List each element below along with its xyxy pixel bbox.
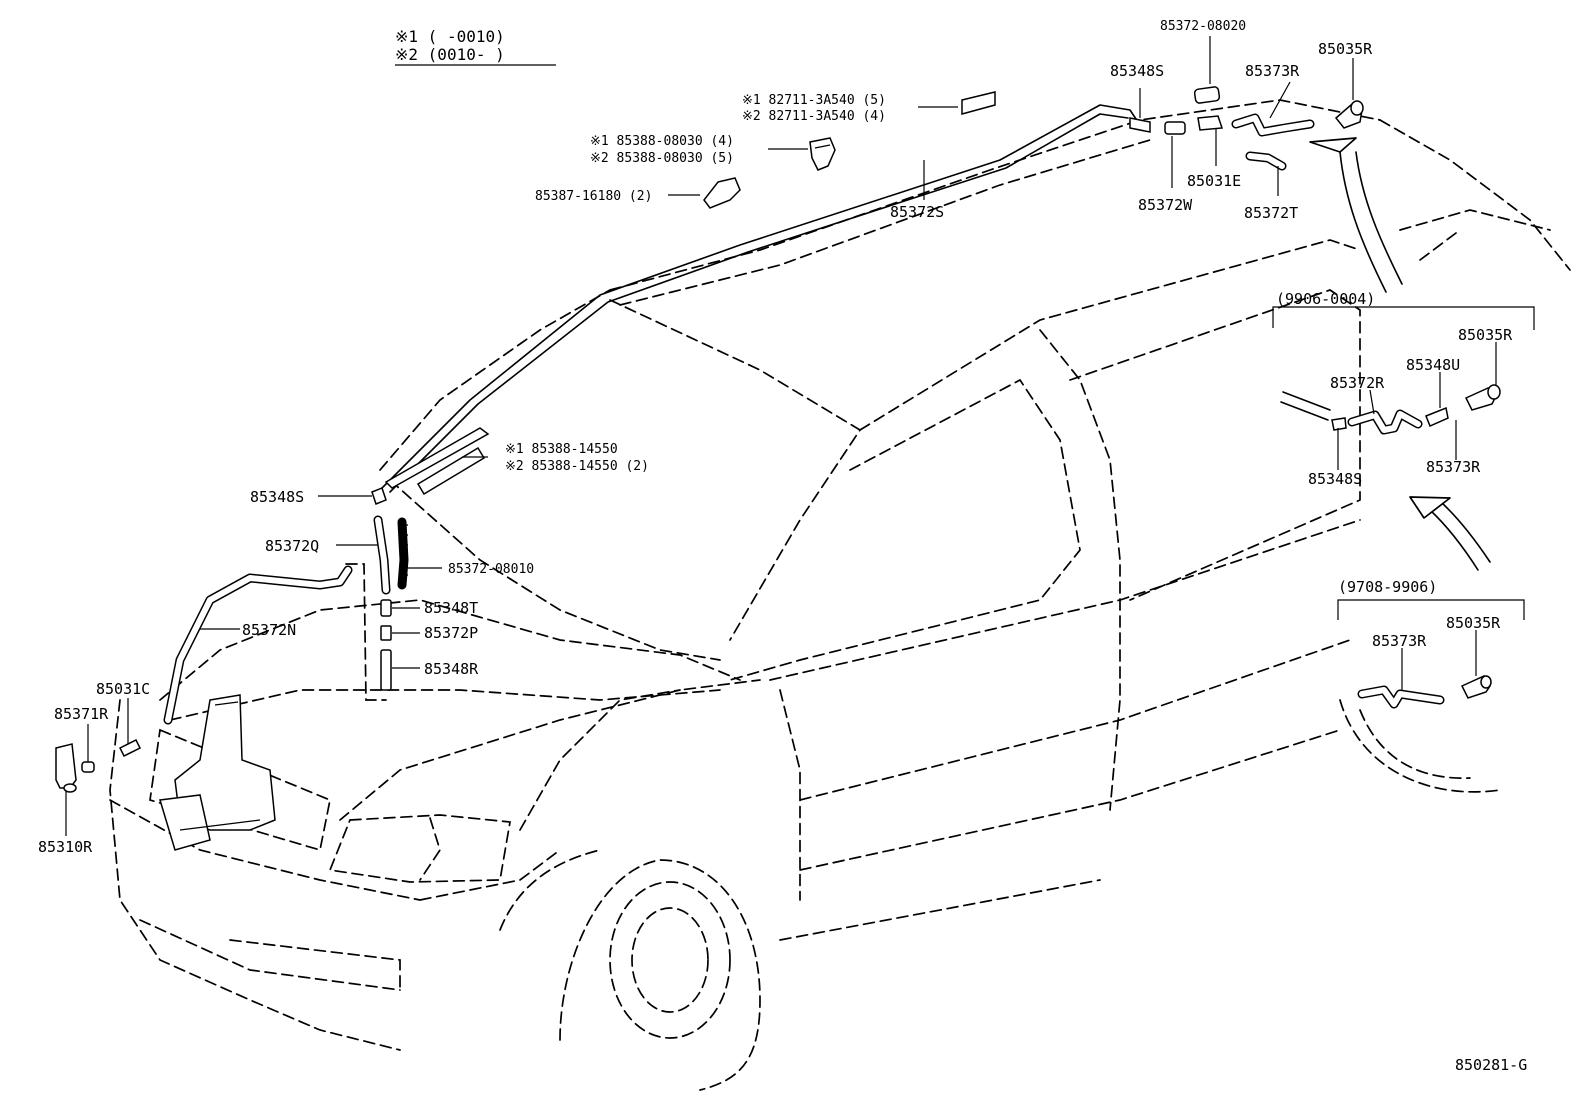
leader-lines	[65, 36, 1354, 836]
label-85348T: 85348T	[424, 599, 478, 617]
grommet-85371R	[81, 761, 95, 773]
figure-id: 850281-G	[1455, 1056, 1527, 1074]
label-85388-08030-b: ※2 85388-08030 (5)	[590, 151, 734, 166]
label-85348S-left: 85348S	[250, 488, 304, 506]
label-85372P: 85372P	[424, 624, 478, 642]
label-85310R: 85310R	[38, 838, 93, 856]
label-85372-08010: 85372-08010	[448, 562, 534, 577]
inset-b-85373R: 85373R	[1372, 632, 1427, 650]
legend: ※1 ( -0010) ※2 (0010- )	[395, 27, 556, 66]
label-82711-a: ※1 82711-3A540 (5)	[742, 93, 886, 108]
inset-9906-0004	[1272, 306, 1535, 470]
inset-a-85348U: 85348U	[1406, 356, 1460, 374]
front-hose-85372N	[163, 565, 353, 725]
washer-tank	[159, 694, 276, 851]
label-85031C: 85031C	[96, 680, 150, 698]
inset-a-85035R: 85035R	[1458, 326, 1513, 344]
label-85387-16180: 85387-16180 (2)	[535, 189, 652, 204]
inset-b-labels: (9708-9906) 85373R 85035R	[1338, 578, 1501, 650]
label-85371R: 85371R	[54, 705, 109, 723]
detail-arrow-inset	[1409, 496, 1491, 571]
moulding-82711	[961, 91, 996, 115]
inset-a-labels: (9906-0004) 85035R 85348U 85372R 85348S …	[1276, 290, 1513, 488]
clip-85388-08030	[809, 137, 836, 171]
vehicle-outline	[109, 99, 1571, 1091]
inset-a-85372R: 85372R	[1330, 374, 1385, 392]
label-85388-14550-a: ※1 85388-14550	[505, 442, 618, 457]
label-85348S-top: 85348S	[1110, 62, 1164, 80]
inset-b-85035R: 85035R	[1446, 614, 1501, 632]
label-85388-14550-b: ※2 85388-14550 (2)	[505, 459, 649, 474]
roof-washer-hose	[381, 104, 1141, 493]
label-85372T: 85372T	[1244, 204, 1298, 222]
label-85372W: 85372W	[1138, 196, 1193, 214]
inset-a-range: (9906-0004)	[1276, 290, 1375, 308]
label-85372S: 85372S	[890, 203, 944, 221]
rear-hose-assembly	[1129, 86, 1364, 171]
label-85372Q: 85372Q	[265, 537, 319, 555]
inset-b-range: (9708-9906)	[1338, 578, 1437, 596]
clip-85387-16180	[703, 177, 741, 209]
front-valve-stack	[345, 487, 409, 701]
inset-9708-9906	[1337, 599, 1525, 709]
detail-arrow-main	[1309, 137, 1403, 293]
windshield-strip-85388-14550	[384, 427, 490, 496]
part-labels: 85372-08020 85348S 85373R 85035R ※1 8271…	[38, 19, 1373, 856]
legend-line-2: ※2 (0010- )	[395, 45, 505, 64]
label-85031E: 85031E	[1187, 172, 1241, 190]
label-85388-08030-a: ※1 85388-08030 (4)	[590, 134, 734, 149]
label-85348R: 85348R	[424, 660, 479, 678]
washer-pump-85310R	[55, 743, 77, 793]
label-82711-b: ※2 82711-3A540 (4)	[742, 109, 886, 124]
label-85035R-top: 85035R	[1318, 40, 1373, 58]
inset-a-85373R: 85373R	[1426, 458, 1481, 476]
label-85372-08020: 85372-08020	[1160, 19, 1246, 34]
inset-a-85348S: 85348S	[1308, 470, 1362, 488]
label-85372N: 85372N	[242, 621, 296, 639]
joint-85031C	[118, 738, 142, 758]
legend-line-1: ※1 ( -0010)	[395, 27, 505, 46]
label-85373R-top: 85373R	[1245, 62, 1300, 80]
